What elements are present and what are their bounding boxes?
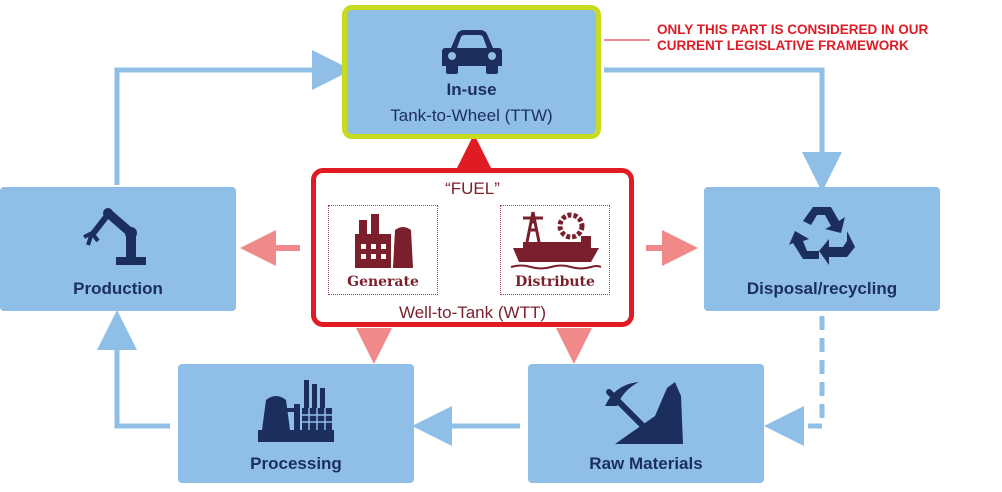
inuse-box: In-use Tank-to-Wheel (TTW) [342,5,601,139]
raw-materials-label: Raw Materials [589,454,703,473]
arrow-processing-to-production [97,310,170,429]
disposal-label: Disposal/recycling [746,279,898,298]
fuel-title: “FUEL” [445,179,500,198]
tanker-ship-icon [510,211,602,270]
production-label: Production [73,279,163,298]
disposal-box: Disposal/recycling [704,187,940,311]
arrow-inuse-to-disposal [604,67,842,192]
arrow-production-to-inuse [114,50,352,185]
production-box: Production [0,187,236,311]
wtt-box: “FUEL” Generate Distribute Well-to-Tank … [311,168,634,327]
generate-label: Generate [347,274,419,290]
inuse-subtitle: Tank-to-Wheel (TTW) [390,106,553,125]
note-line-2: CURRENT LEGISLATIVE FRAMEWORK [657,38,909,53]
distribute-label: Distribute [515,274,595,290]
inuse-title: In-use [446,80,497,99]
wtt-label: Well-to-Tank (WTT) [398,303,546,322]
recycle-icon [789,207,855,265]
power-plant-icon [355,214,413,268]
legislative-note: ONLY THIS PART IS CONSIDERED IN OUR CURR… [657,22,987,54]
distribute-box: Distribute [500,205,610,295]
generate-box: Generate [328,205,438,295]
factory-icon [258,380,334,442]
car-icon [441,30,502,74]
processing-label: Processing [250,454,342,473]
raw-materials-box: Raw Materials [528,364,764,483]
arrow-disposal-to-rawmaterials [764,316,825,446]
processing-box: Processing [178,364,414,483]
robot-arm-icon [83,208,146,265]
note-line-1: ONLY THIS PART IS CONSIDERED IN OUR [657,22,929,37]
mining-icon [605,382,683,444]
